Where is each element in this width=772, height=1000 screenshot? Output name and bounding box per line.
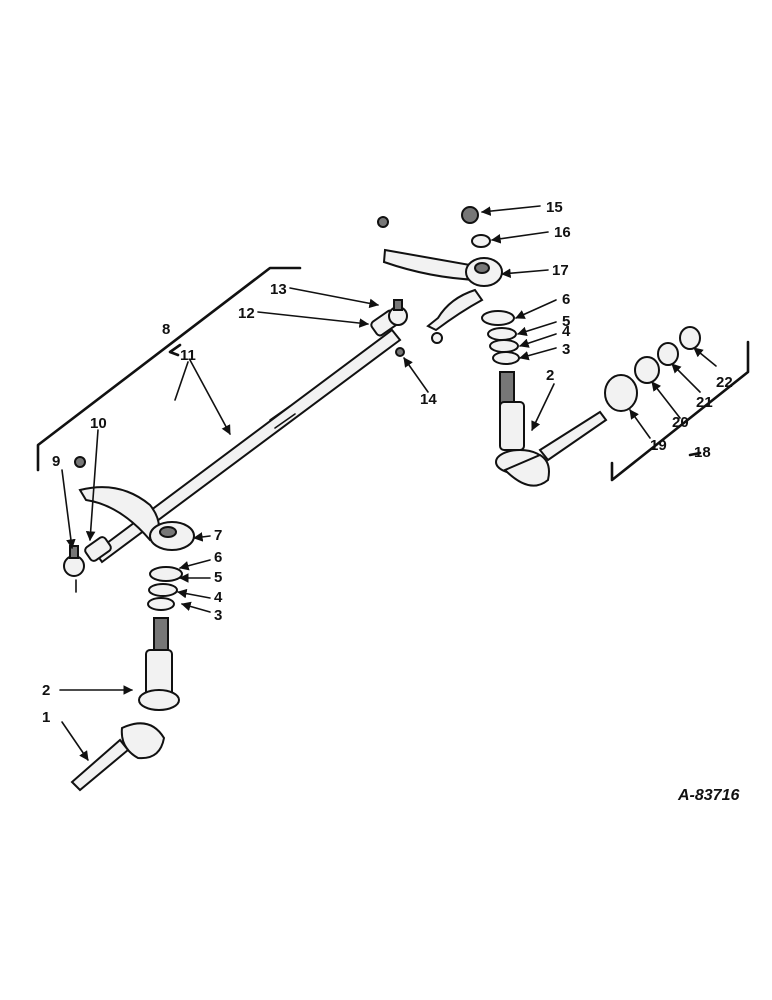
callout-17: 17 [552,262,569,279]
callout-15: 15 [546,199,563,216]
bearing-group [604,326,701,412]
figure-code: A-83716 [677,787,739,804]
callout-3: 3 [214,607,222,624]
callout-21: 21 [696,394,713,411]
callout-19: 19 [650,437,667,454]
callout-5: 5 [214,569,222,586]
callout-14: 14 [420,391,437,408]
callout-10: 10 [90,415,107,432]
right-spindle [495,371,608,487]
right-steering-arm [377,206,503,344]
left-spacer-stack [147,566,183,611]
callout-18: 18 [694,444,711,461]
bracket-18 [610,340,750,482]
nut-icon [74,456,86,468]
callout-3: 3 [562,341,570,358]
callout-22: 22 [716,374,733,391]
callout-11: 11 [180,347,196,364]
callout-9: 9 [52,453,60,470]
callout-5: 5 [562,313,570,330]
tie-rod-assembly [63,299,408,593]
callout-labels: 1 2 2 3 3 4 4 5 5 6 6 7 8 9 10 11 12 13 … [42,199,733,726]
leader-arrows [59,205,717,761]
callout-7: 7 [214,527,222,544]
callout-16: 16 [554,224,571,241]
left-spindle [70,617,180,792]
left-tie-rod-end [63,456,112,593]
right-spacer-stack [481,310,520,365]
callout-20: 20 [672,414,689,431]
callout-2: 2 [546,367,554,384]
callout-1: 1 [42,709,50,726]
callout-2: 2 [42,682,50,699]
callout-4: 4 [214,589,223,606]
bracket-8 [36,266,302,472]
callout-4: 4 [562,323,571,340]
callout-6: 6 [562,291,570,308]
callout-12: 12 [238,305,255,322]
callout-6: 6 [214,549,222,566]
callout-8: 8 [162,321,170,338]
callout-13: 13 [270,281,287,298]
right-tie-rod-end [370,299,408,357]
